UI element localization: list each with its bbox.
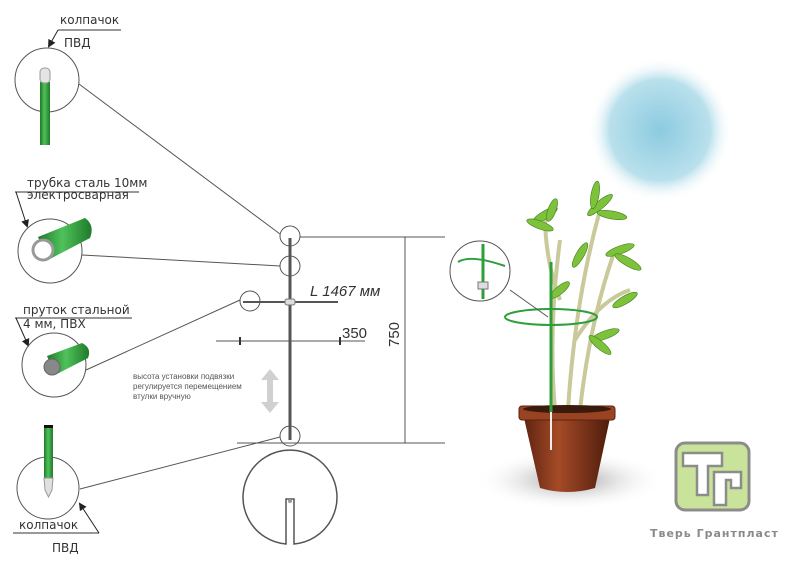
top-cap-label: колпачок bbox=[60, 13, 119, 27]
company-name: Тверь Грантпласт bbox=[650, 527, 779, 540]
note-line-3: втулки вручную bbox=[133, 392, 191, 401]
callout-rod: пруток стальной 4 мм, ПВХ bbox=[15, 299, 241, 398]
bottom-cap-label-2: ПВД bbox=[52, 541, 79, 555]
height-label: 750 bbox=[386, 322, 403, 347]
company-logo: Тверь Грантпласт bbox=[650, 441, 779, 540]
width-label: 350 bbox=[342, 325, 367, 342]
top-cap-label-2: ПВД bbox=[64, 36, 91, 50]
rod-icon bbox=[43, 358, 61, 376]
bottom-cap-label: колпачок bbox=[19, 518, 78, 532]
detail-circle bbox=[449, 240, 511, 302]
cap-icon bbox=[43, 477, 54, 499]
callout-bottom-cap: колпачок ПВД bbox=[13, 425, 281, 555]
adjust-arrow-icon bbox=[261, 369, 279, 413]
callout-tube: трубка сталь 10мм электросварная bbox=[15, 176, 281, 284]
tube-circle bbox=[17, 218, 83, 284]
tube-label: трубка сталь 10мм bbox=[27, 176, 147, 190]
ring-top-view bbox=[242, 449, 338, 545]
rod-circle bbox=[21, 332, 87, 398]
rod-label-2: 4 мм, ПВХ bbox=[23, 317, 86, 331]
plant-illustration bbox=[449, 180, 665, 510]
tube-label-2: электросварная bbox=[27, 188, 129, 202]
sky-backdrop bbox=[588, 58, 732, 202]
callout-top-cap: колпачок ПВД bbox=[14, 13, 281, 235]
stake-drawing: L 1467 мм 350 750 высота установки подвя… bbox=[133, 225, 445, 545]
plant-ring bbox=[504, 308, 598, 326]
rod-label: пруток стальной bbox=[23, 303, 130, 317]
note-line-1: высота установки подвязки bbox=[133, 372, 234, 381]
leaves bbox=[526, 180, 642, 355]
green-rod-icon bbox=[40, 82, 50, 145]
flower-pot bbox=[524, 418, 610, 492]
tube-icon bbox=[31, 238, 55, 262]
note-line-2: регулируется перемещением bbox=[133, 382, 242, 391]
cap-icon bbox=[39, 67, 51, 84]
length-label: L 1467 мм bbox=[310, 283, 380, 300]
